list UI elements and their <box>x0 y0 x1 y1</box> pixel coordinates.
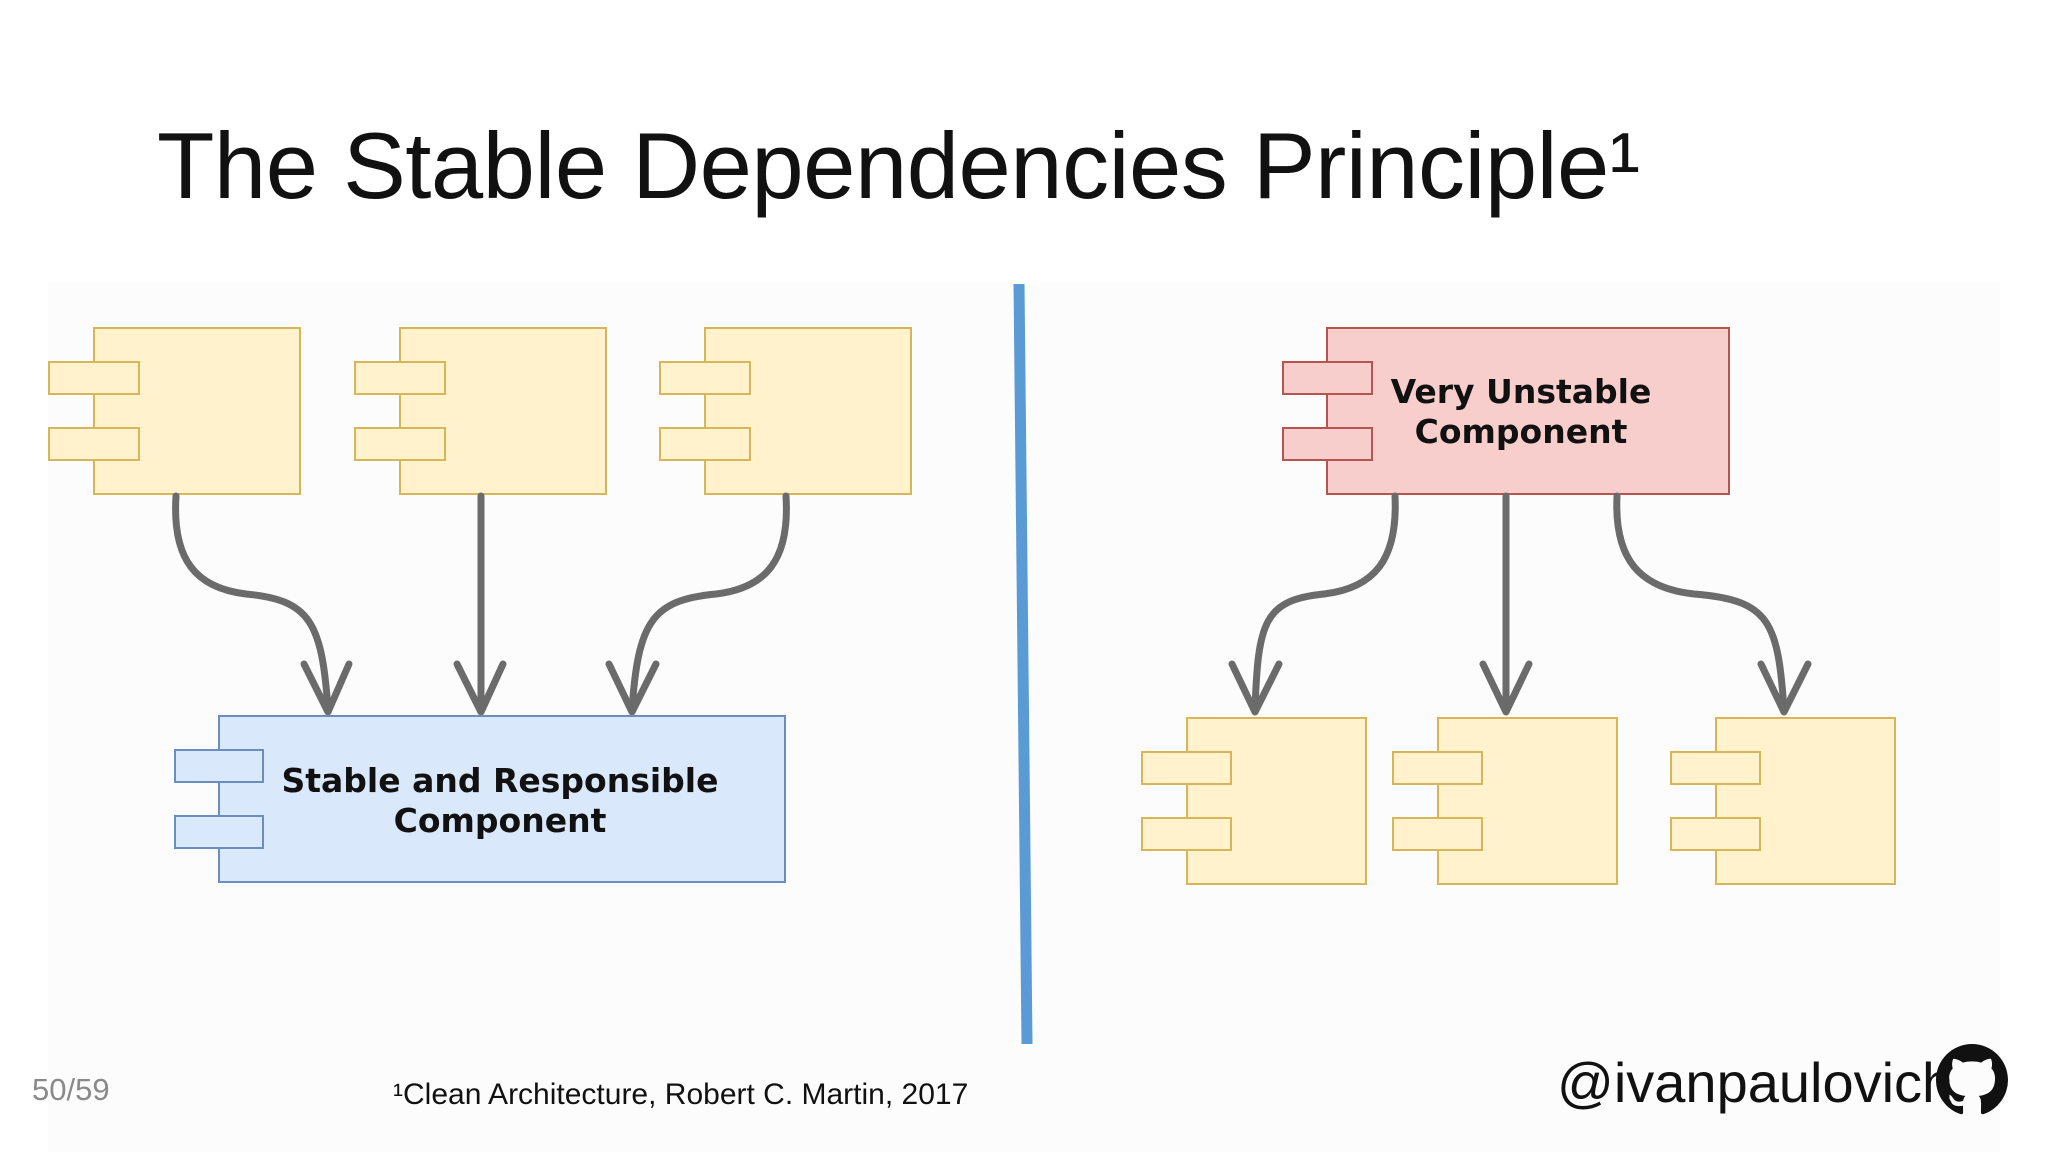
right-dependent-component-2 <box>1392 717 1618 885</box>
left-arrow-1 <box>172 492 332 714</box>
page-number: 50/59 <box>32 1072 110 1107</box>
slide-title: The Stable Dependencies Principle¹ <box>157 113 1640 218</box>
right-arrow-3-head <box>1757 660 1812 716</box>
left-dependency-arrows <box>172 492 790 716</box>
unstable-component: Very Unstable Component <box>1282 327 1730 495</box>
stable-component-label-line1: Stable and Responsible <box>282 761 719 800</box>
left-arrow-3-head <box>605 660 660 716</box>
right-diagram: Very Unstable Component <box>1141 327 1896 885</box>
left-source-component-1 <box>48 327 301 495</box>
left-source-component-2 <box>354 327 607 495</box>
left-arrow-1-head <box>300 660 353 716</box>
right-arrow-1 <box>1251 492 1399 714</box>
github-icon <box>1936 1044 2008 1115</box>
right-dependent-component-1 <box>1141 717 1367 885</box>
author-handle: @ivanpaulovich <box>1557 1051 1954 1114</box>
left-arrow-3 <box>628 492 790 714</box>
unstable-component-label-line2: Component <box>1415 412 1628 451</box>
right-dependency-arrows <box>1228 492 1812 716</box>
left-source-component-3 <box>659 327 912 495</box>
right-dependent-component-3 <box>1670 717 1896 885</box>
stable-component-label-line2: Component <box>394 801 607 840</box>
divider-line <box>1013 283 1033 1045</box>
left-arrow-2-head <box>453 660 507 716</box>
stable-component: Stable and Responsible Component <box>174 715 786 883</box>
right-arrow-1-head <box>1228 660 1283 716</box>
right-arrow-2-head <box>1479 660 1533 716</box>
right-arrow-3 <box>1613 492 1788 714</box>
left-diagram: Stable and Responsible Component <box>48 327 912 883</box>
unstable-component-label-line1: Very Unstable <box>1391 372 1652 411</box>
footnote: ¹Clean Architecture, Robert C. Martin, 2… <box>393 1078 969 1111</box>
